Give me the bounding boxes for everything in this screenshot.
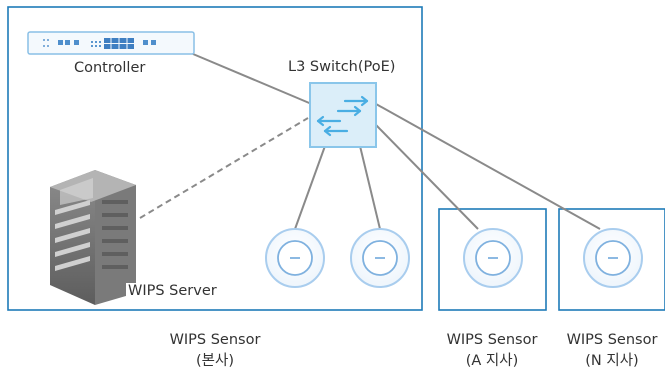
sensor-icon — [350, 228, 410, 288]
sensor-icon — [463, 228, 523, 288]
server-label: WIPS Server — [126, 283, 219, 299]
controller-label: Controller — [74, 60, 146, 76]
branch-n-label-line2: (N 지사) — [585, 353, 639, 369]
branch-n-label-line1: WIPS Sensor — [566, 332, 658, 348]
link-server-switch — [139, 117, 309, 219]
link-switch-sensor-2 — [359, 145, 381, 230]
link-switch-sensor-n — [375, 103, 601, 230]
branch-a-frame — [438, 208, 547, 311]
branch-a-label: WIPS Sensor (A 지사) — [447, 330, 538, 372]
server-icon — [50, 170, 136, 305]
network-links — [139, 53, 601, 230]
sensor-icon — [583, 228, 643, 288]
switch-icon — [309, 82, 377, 148]
controller-device-icon — [27, 31, 195, 55]
branch-n-frame — [558, 208, 665, 311]
switch-label: L3 Switch(PoE) — [288, 59, 396, 75]
hq-group-label: WIPS Sensor (본사) — [170, 330, 261, 372]
link-switch-sensor-a — [375, 124, 479, 230]
branch-a-label-line2: (A 지사) — [465, 353, 519, 369]
sensor-icon — [265, 228, 325, 288]
branch-n-label: WIPS Sensor (N 지사) — [567, 330, 658, 372]
link-switch-sensor-1 — [294, 145, 326, 230]
link-controller-switch — [192, 53, 315, 106]
hq-group-label-line2: (본사) — [196, 353, 234, 369]
hq-group-label-line1: WIPS Sensor — [169, 332, 261, 348]
branch-a-label-line1: WIPS Sensor — [446, 332, 538, 348]
hq-frame — [7, 6, 423, 311]
